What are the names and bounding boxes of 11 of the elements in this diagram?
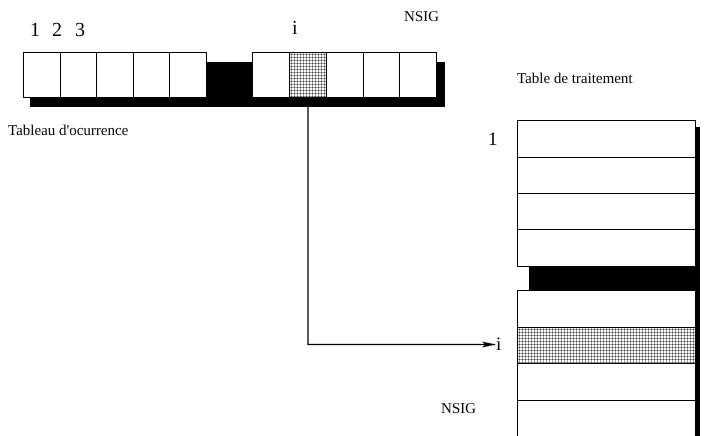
selected-array-cell (289, 52, 327, 98)
index-label: NSIG (441, 402, 476, 417)
index-label: i (292, 18, 298, 38)
table-title: Table de traitement (517, 72, 633, 87)
index-label: 3 (75, 20, 85, 40)
index-label: 2 (52, 20, 62, 40)
index-label: 1 (488, 130, 498, 149)
table-title: Tableau d'ocurrence (8, 124, 128, 139)
index-label: NSIG (404, 10, 440, 25)
index-label: 1 (30, 20, 40, 40)
index-label: i (496, 335, 502, 354)
